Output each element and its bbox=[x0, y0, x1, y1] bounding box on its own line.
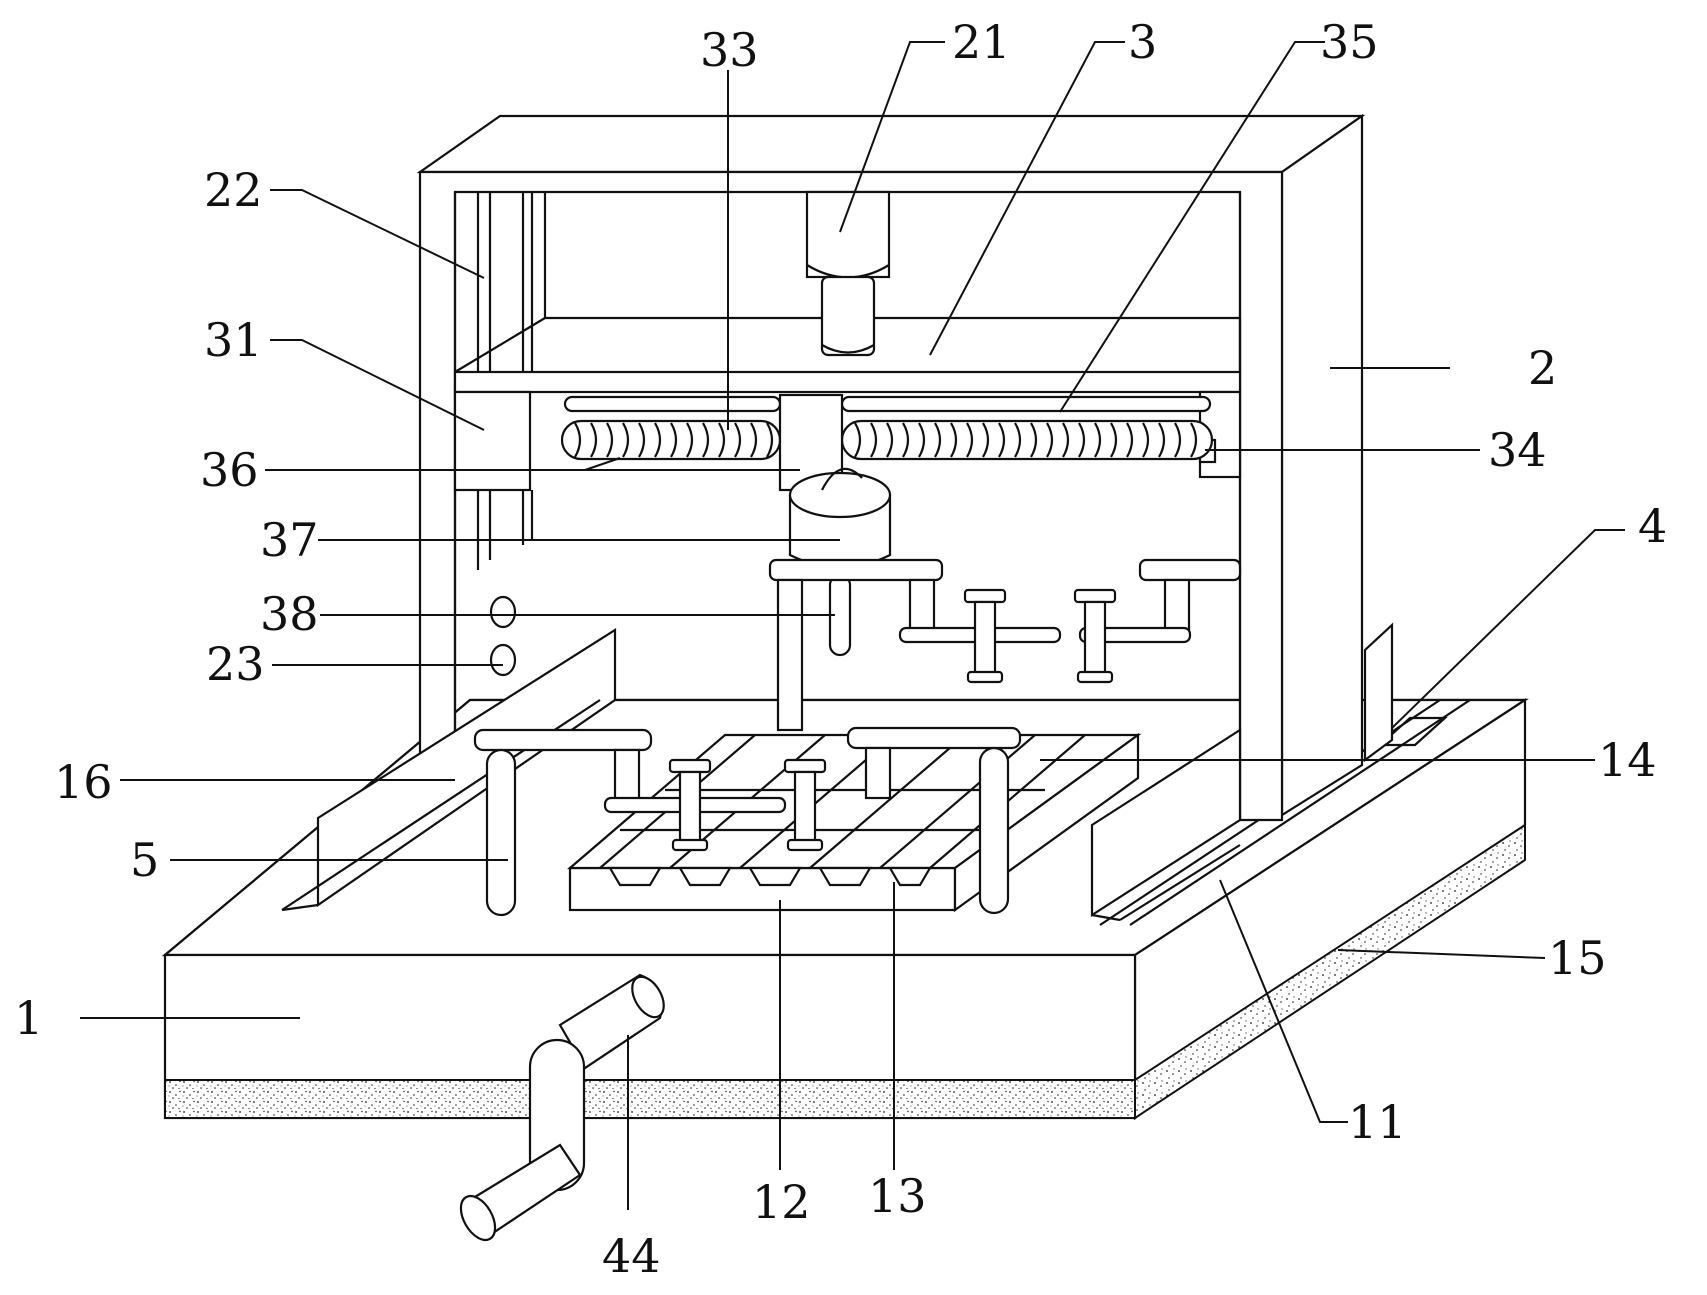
screw-thread bbox=[622, 422, 630, 458]
label-34: 34 bbox=[1488, 423, 1547, 477]
screw-thread bbox=[702, 422, 710, 458]
label-4: 4 bbox=[1638, 499, 1667, 553]
label-23: 23 bbox=[206, 637, 265, 691]
screw-thread bbox=[686, 422, 694, 458]
label-16: 16 bbox=[54, 755, 113, 809]
label-5: 5 bbox=[130, 833, 159, 887]
screw-thread bbox=[918, 422, 926, 458]
guide-rod bbox=[563, 395, 1212, 413]
screw-thread bbox=[854, 422, 862, 458]
frame bbox=[416, 113, 1366, 822]
screw-thread bbox=[734, 422, 742, 458]
lower-clamp-left bbox=[473, 728, 827, 917]
control-buttons bbox=[489, 595, 517, 677]
label-15: 15 bbox=[1548, 931, 1607, 985]
screw-thread bbox=[1126, 422, 1134, 458]
base-slot bbox=[1377, 716, 1448, 747]
lower-clamp-right bbox=[846, 726, 1022, 915]
screw-thread bbox=[982, 422, 990, 458]
leader-lines bbox=[80, 41, 1625, 1210]
label-36: 36 bbox=[200, 443, 259, 497]
screw-thread bbox=[750, 422, 758, 458]
screw-thread bbox=[1190, 422, 1198, 458]
screw-thread bbox=[998, 422, 1006, 458]
lifting-plate bbox=[453, 370, 1242, 394]
label-2: 2 bbox=[1528, 341, 1557, 395]
screw-thread bbox=[1062, 422, 1070, 458]
screw-thread bbox=[950, 422, 958, 458]
screw-thread bbox=[1110, 422, 1118, 458]
side-rail bbox=[476, 192, 534, 570]
label-35: 35 bbox=[1320, 15, 1379, 69]
screw-thread bbox=[886, 422, 894, 458]
label-3: 3 bbox=[1128, 15, 1157, 69]
upper-clamp-left bbox=[768, 558, 1062, 732]
screw-thread bbox=[654, 422, 662, 458]
label-1: 1 bbox=[14, 991, 43, 1045]
label-37: 37 bbox=[260, 513, 319, 567]
screw-thread bbox=[606, 422, 614, 458]
label-14: 14 bbox=[1598, 733, 1657, 787]
label-12: 12 bbox=[752, 1175, 811, 1229]
side-fin bbox=[1363, 622, 1394, 763]
label-33: 33 bbox=[700, 23, 759, 77]
screw-thread bbox=[966, 422, 974, 458]
motor bbox=[788, 467, 892, 569]
screw-thread bbox=[1078, 422, 1086, 458]
cylinder bbox=[805, 190, 891, 357]
upper-clamp-right bbox=[1073, 558, 1242, 684]
bearing-block-left bbox=[453, 390, 532, 492]
baffle-right bbox=[1090, 727, 1242, 922]
label-group: 33 21 3 35 22 31 2 36 34 37 4 38 23 16 1… bbox=[14, 15, 1667, 1283]
label-44: 44 bbox=[602, 1229, 661, 1283]
screw-thread bbox=[1158, 422, 1166, 458]
screw-thread bbox=[670, 422, 678, 458]
screw-thread bbox=[934, 422, 942, 458]
label-21: 21 bbox=[952, 15, 1011, 69]
screw-thread bbox=[1030, 422, 1038, 458]
label-31: 31 bbox=[204, 313, 263, 367]
screw-thread bbox=[718, 422, 726, 458]
label-38: 38 bbox=[260, 587, 319, 641]
screw-thread bbox=[1142, 422, 1150, 458]
screw-thread bbox=[574, 422, 582, 458]
screw-thread bbox=[902, 422, 910, 458]
screw-thread bbox=[870, 422, 878, 458]
label-13: 13 bbox=[868, 1169, 927, 1223]
screw-thread bbox=[638, 422, 646, 458]
screw-thread bbox=[590, 422, 598, 458]
screw-thread bbox=[1174, 422, 1182, 458]
screw-thread bbox=[1014, 422, 1022, 458]
screw-thread bbox=[1046, 422, 1054, 458]
label-11: 11 bbox=[1348, 1095, 1407, 1149]
screw-thread bbox=[1094, 422, 1102, 458]
screw-thread bbox=[766, 422, 774, 458]
label-22: 22 bbox=[204, 163, 263, 217]
lead-screw bbox=[560, 419, 1214, 461]
crank-handle bbox=[459, 973, 665, 1242]
